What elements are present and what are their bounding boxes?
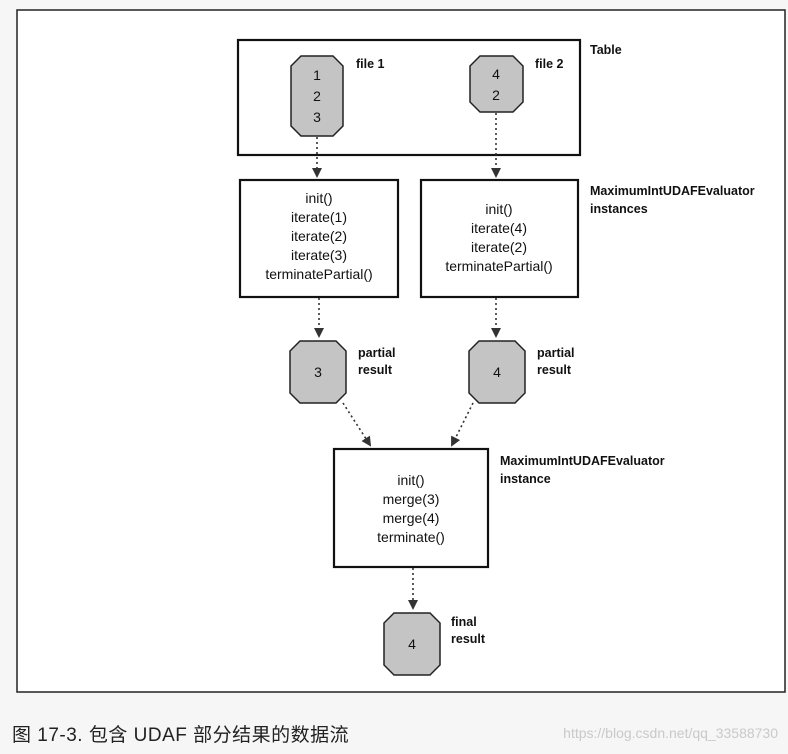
partial-result-right-label: partial [537,346,575,360]
partial-result-right-shape [468,340,526,404]
evaluator-left-line: terminatePartial() [265,266,372,282]
evaluators-label: MaximumIntUDAFEvaluator [590,184,755,198]
evaluator-right-line: init() [485,201,512,217]
partial-result-left-label: result [358,363,393,377]
file-2-shape [469,55,524,113]
evaluator-left-line: init() [305,190,332,206]
final-result-label: result [451,632,486,646]
figure-caption: 图 17-3. 包含 UDAF 部分结果的数据流 [12,725,350,746]
merger-line: terminate() [377,529,445,545]
partial-result-right-label: result [537,363,572,377]
evaluator-right-line: iterate(4) [471,220,527,236]
final-result-shape [383,612,441,676]
table-label: Table [590,43,622,57]
partial-result-left-value: 3 [314,364,322,380]
evaluator-right-line: terminatePartial() [445,258,552,274]
file-1-shape [290,55,344,137]
file-1-value: 1 [313,67,321,83]
evaluator-box-left [238,178,400,299]
merger-evaluator-box [332,447,490,569]
partial-result-left-shape [289,340,347,404]
merger-line: init() [397,472,424,488]
evaluator-left-line: iterate(2) [291,228,347,244]
partial-result-right-value: 4 [493,364,501,380]
final-result-label: final [451,615,477,629]
evaluator-box-right [419,178,580,299]
merger-label: MaximumIntUDAFEvaluator [500,454,665,468]
watermark: https://blog.csdn.net/qq_33588730 [563,725,778,741]
evaluators-label: instances [590,202,648,216]
arrow-partial-left-to-merger [342,402,372,447]
evaluator-left-line: iterate(1) [291,209,347,225]
file-2-value: 4 [492,66,500,82]
table-box [236,38,582,157]
file-1-value: 2 [313,88,321,104]
file-1-label: file 1 [356,57,385,71]
merger-line: merge(3) [383,491,440,507]
file-2-value: 2 [492,87,500,103]
merger-line: merge(4) [383,510,440,526]
evaluator-left-line: iterate(3) [291,247,347,263]
evaluator-right-line: iterate(2) [471,239,527,255]
final-result-value: 4 [408,636,416,652]
partial-result-left-label: partial [358,346,396,360]
file-1-value: 3 [313,109,321,125]
merger-label: instance [500,472,551,486]
file-2-label: file 2 [535,57,564,71]
